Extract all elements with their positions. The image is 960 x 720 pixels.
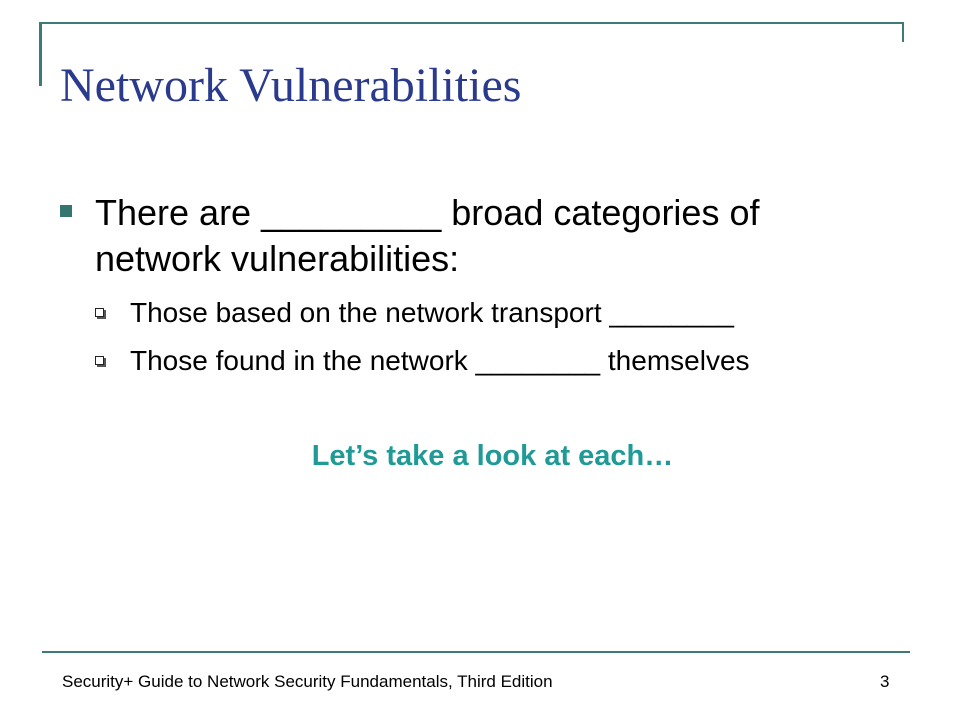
- square-bullet-icon: [60, 205, 72, 217]
- sub-bullet-text: Those based on the network transport ___…: [130, 297, 734, 328]
- main-bullet-text: There are _________ broad categories of …: [95, 192, 760, 279]
- hollow-square-bullet-icon: [95, 356, 104, 365]
- page-number: 3: [880, 672, 890, 691]
- slide-title: Network Vulnerabilities: [60, 59, 522, 112]
- sub-bullet-item: Those based on the network transport ___…: [95, 293, 895, 333]
- callout-text: Let’s take a look at each…: [311, 440, 674, 472]
- hollow-square-bullet-icon: [95, 308, 104, 317]
- sub-bullet-text: Those found in the network ________ them…: [130, 345, 750, 376]
- footer-rule: [42, 651, 910, 653]
- footer-text: Security+ Guide to Network Security Fund…: [62, 672, 553, 691]
- sub-bullet-item: Those found in the network ________ them…: [95, 341, 895, 381]
- frame-left-line: [39, 22, 42, 86]
- frame-top-line: [40, 22, 904, 24]
- frame-right-line: [902, 22, 904, 42]
